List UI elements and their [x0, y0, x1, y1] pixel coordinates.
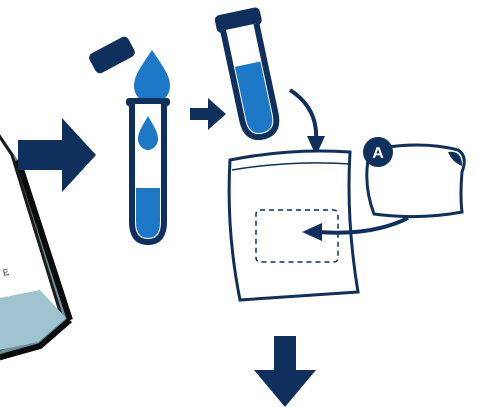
capped-tube-icon: [214, 7, 286, 142]
tube-cap-icon: [87, 35, 136, 75]
label-badge-letter: A: [372, 145, 384, 162]
bag-icon: [229, 151, 358, 300]
arrow-right-icon: [18, 118, 96, 192]
test-tube-icon: [126, 98, 170, 242]
label-icon: A: [363, 137, 464, 217]
droplet-icon: [134, 50, 170, 103]
curved-arrow-down-icon: [290, 90, 325, 156]
arrow-down-icon: [254, 336, 316, 407]
arrow-right-small-icon: [190, 98, 226, 130]
